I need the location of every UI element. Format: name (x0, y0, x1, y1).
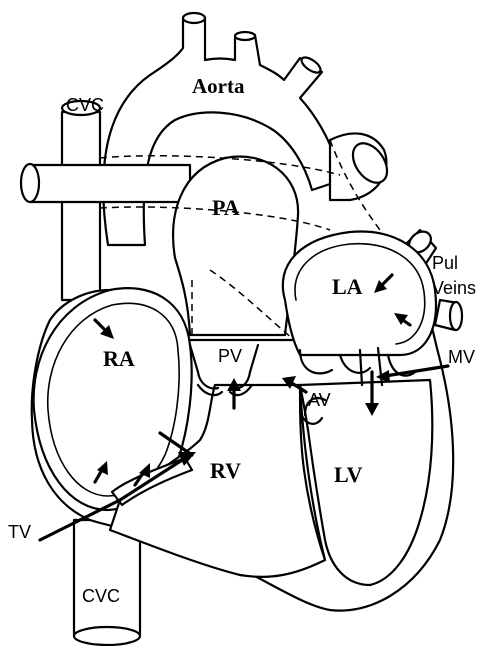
cvc-top-label: CVC (66, 95, 104, 115)
mv-label: MV (448, 347, 475, 367)
pulmonary-artery-branch (21, 164, 190, 202)
pa-label: PA (212, 195, 240, 220)
ra-label: RA (103, 346, 135, 371)
pul-veins-label-line1: Pul (432, 253, 458, 273)
av-label: AV (308, 390, 331, 410)
la-label: LA (332, 274, 363, 299)
cvc-bottom-label: CVC (82, 586, 120, 606)
aorta-label: Aorta (192, 74, 245, 98)
pul-veins-label-line2: Veins (432, 278, 476, 298)
lv-label: LV (334, 462, 363, 487)
rv-label: RV (210, 458, 241, 483)
tv-label: TV (8, 522, 31, 542)
pv-label: PV (218, 346, 242, 366)
